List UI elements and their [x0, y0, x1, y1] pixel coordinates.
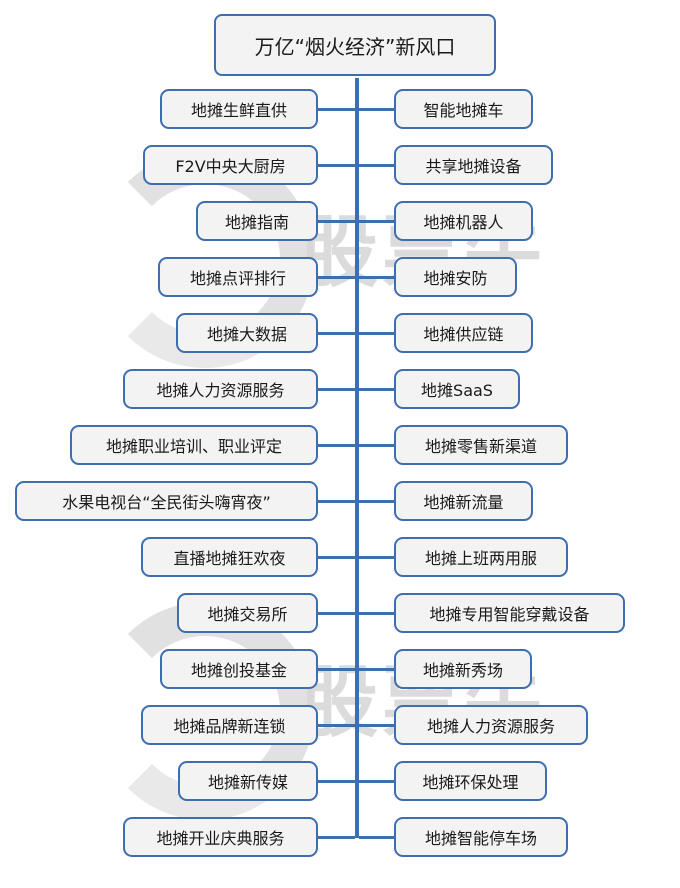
- right-branch-node: 地摊零售新渠道: [394, 425, 568, 465]
- right-connector-line: [359, 164, 394, 167]
- left-connector-line: [318, 780, 355, 783]
- central-spine-line: [355, 78, 359, 838]
- left-connector-line: [318, 332, 355, 335]
- left-connector-line: [318, 444, 355, 447]
- left-branch-node: 地摊指南: [196, 201, 318, 241]
- left-branch-node: 地摊职业培训、职业评定: [70, 425, 318, 465]
- left-connector-line: [318, 556, 355, 559]
- left-branch-node: 地摊生鲜直供: [160, 89, 318, 129]
- right-connector-line: [359, 108, 394, 111]
- left-connector-line: [318, 164, 355, 167]
- right-branch-node: 地摊新秀场: [394, 649, 532, 689]
- right-branch-node: 共享地摊设备: [394, 145, 553, 185]
- right-connector-line: [359, 780, 394, 783]
- right-branch-node: 地摊智能停车场: [394, 817, 568, 857]
- left-branch-node: 地摊大数据: [176, 313, 318, 353]
- left-connector-line: [318, 220, 355, 223]
- right-connector-line: [359, 220, 394, 223]
- left-branch-node: 地摊品牌新连锁: [141, 705, 318, 745]
- right-connector-line: [359, 612, 394, 615]
- right-branch-node: 地摊SaaS: [394, 369, 520, 409]
- right-connector-line: [359, 668, 394, 671]
- left-connector-line: [318, 612, 355, 615]
- right-connector-line: [359, 724, 394, 727]
- left-branch-node: 地摊人力资源服务: [123, 369, 318, 409]
- right-connector-line: [359, 332, 394, 335]
- right-branch-node: 地摊上班两用服: [394, 537, 568, 577]
- left-branch-node: 水果电视台“全民街头嗨宵夜”: [15, 481, 318, 521]
- left-branch-node: F2V中央大厨房: [143, 145, 318, 185]
- right-branch-node: 地摊新流量: [394, 481, 533, 521]
- right-branch-node: 地摊人力资源服务: [394, 705, 588, 745]
- left-branch-node: 地摊交易所: [177, 593, 318, 633]
- left-connector-line: [318, 724, 355, 727]
- right-connector-line: [359, 836, 394, 839]
- root-node: 万亿“烟火经济”新风口: [214, 14, 496, 76]
- right-branch-node: 智能地摊车: [394, 89, 533, 129]
- right-branch-node: 地摊环保处理: [394, 761, 547, 801]
- left-connector-line: [318, 276, 355, 279]
- right-connector-line: [359, 500, 394, 503]
- right-branch-node: 地摊机器人: [394, 201, 533, 241]
- right-connector-line: [359, 388, 394, 391]
- right-connector-line: [359, 276, 394, 279]
- right-connector-line: [359, 556, 394, 559]
- left-connector-line: [318, 500, 355, 503]
- right-connector-line: [359, 444, 394, 447]
- left-branch-node: 地摊新传媒: [178, 761, 318, 801]
- right-branch-node: 地摊供应链: [394, 313, 533, 353]
- left-connector-line: [318, 668, 355, 671]
- left-branch-node: 地摊点评排行: [158, 257, 318, 297]
- left-connector-line: [318, 836, 355, 839]
- right-branch-node: 地摊安防: [394, 257, 517, 297]
- left-branch-node: 地摊开业庆典服务: [123, 817, 318, 857]
- left-branch-node: 地摊创投基金: [160, 649, 318, 689]
- left-connector-line: [318, 388, 355, 391]
- left-connector-line: [318, 108, 355, 111]
- right-branch-node: 地摊专用智能穿戴设备: [394, 593, 625, 633]
- left-branch-node: 直播地摊狂欢夜: [141, 537, 318, 577]
